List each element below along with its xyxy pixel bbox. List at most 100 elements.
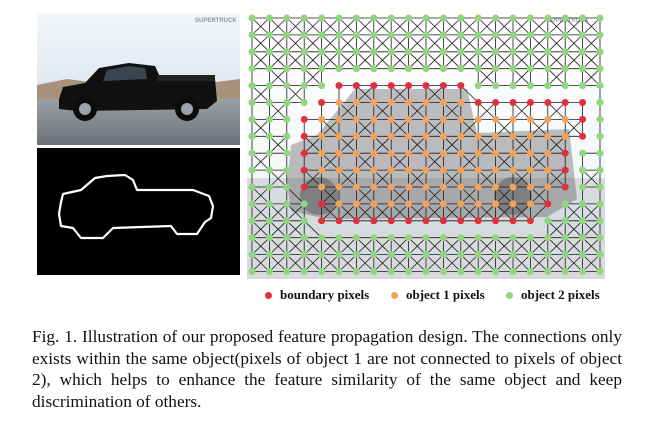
grid-connection — [495, 186, 514, 205]
grid-connection — [321, 152, 340, 171]
object2-pixel — [561, 217, 569, 225]
object1-pixel — [335, 149, 343, 157]
object2-pixel — [509, 234, 517, 242]
object2-pixel — [335, 65, 343, 73]
object2-pixel — [474, 31, 482, 39]
object2-pixel — [561, 65, 569, 73]
grid-connection — [338, 34, 357, 53]
grid-connection — [321, 34, 340, 53]
object2-pixel — [283, 251, 291, 259]
object1-pixel — [318, 166, 326, 174]
object2-pixel — [439, 48, 447, 56]
object2-pixel — [265, 166, 273, 174]
boundary-pixel — [300, 149, 308, 157]
object2-pixel — [405, 31, 413, 39]
object2-pixel — [352, 268, 360, 275]
grid-connection — [373, 203, 392, 222]
object2-pixel — [457, 31, 465, 39]
grid-connection — [373, 17, 392, 36]
grid-connection — [321, 119, 340, 137]
object2-pixel — [422, 48, 430, 56]
object2-pixel — [283, 82, 291, 90]
object1-pixel — [492, 149, 500, 157]
propagation-grid: SUPERTRUCK — [247, 13, 605, 279]
object2-pixel — [509, 82, 517, 90]
grid-connection — [547, 237, 566, 255]
object1-pixel — [422, 99, 430, 106]
object1-pixel — [509, 115, 517, 123]
object2-pixel — [387, 251, 395, 259]
object2-pixel — [457, 14, 465, 22]
object1-pixel — [370, 115, 378, 123]
grid-connection — [582, 169, 601, 188]
object2-pixel — [335, 14, 343, 22]
boundary-pixel — [526, 99, 534, 106]
grid-connection — [495, 237, 514, 255]
grid-connection — [251, 34, 270, 53]
grid-connection — [582, 34, 601, 53]
boundary-pixel — [561, 149, 569, 157]
grid-connection — [443, 254, 462, 272]
grid-connection — [269, 203, 288, 222]
object2-pixel — [283, 65, 291, 73]
boundary-pixel — [422, 217, 430, 225]
object2-pixel — [352, 234, 360, 242]
grid-connection — [460, 51, 479, 69]
object2-pixel — [596, 200, 604, 208]
grid-connection — [530, 17, 549, 36]
grid-connection — [495, 119, 514, 137]
grid-connection — [547, 34, 566, 53]
boundary-pixel — [561, 183, 569, 191]
grid-connection — [390, 152, 409, 171]
grid-connection — [477, 102, 496, 120]
object2-pixel — [544, 65, 552, 73]
object1-pixel — [509, 200, 517, 208]
object2-pixel — [439, 31, 447, 39]
boundary-pixel — [474, 217, 482, 225]
boundary-pixel — [405, 82, 413, 90]
object2-pixel — [439, 14, 447, 22]
grid-connection — [530, 51, 549, 69]
object2-pixel — [405, 268, 413, 275]
object1-pixel — [457, 132, 465, 140]
object2-pixel — [283, 234, 291, 242]
grid-connection — [251, 203, 270, 222]
grid-connection — [512, 102, 531, 120]
object2-pixel — [439, 251, 447, 259]
object1-pixel — [370, 166, 378, 174]
object1-pixel — [457, 149, 465, 157]
grid-connection — [338, 203, 357, 222]
object2-pixel — [335, 251, 343, 259]
grid-connection — [425, 237, 444, 255]
object2-pixel — [544, 217, 552, 225]
grid-connection — [408, 102, 427, 120]
object2-pixel — [544, 31, 552, 39]
object2-pixel — [283, 217, 291, 225]
grid-connection — [530, 237, 549, 255]
object2-pixel — [561, 234, 569, 242]
grid-connection — [269, 102, 288, 120]
object1-pixel — [544, 149, 552, 157]
grid-connection — [460, 254, 479, 272]
object2-pixel — [387, 14, 395, 22]
object2-pixel — [457, 268, 465, 275]
object2-pixel — [248, 251, 256, 259]
boundary-pixel — [352, 217, 360, 225]
grid-connection — [269, 254, 288, 272]
grid-connection — [477, 169, 496, 188]
object2-pixel — [509, 268, 517, 275]
grid-connection — [356, 186, 375, 205]
object2-pixel — [265, 149, 273, 157]
boundary-pixel — [579, 115, 587, 123]
object2-pixel — [439, 234, 447, 242]
legend: boundary pixels object 1 pixels object 2… — [265, 287, 605, 305]
grid-connection — [530, 203, 549, 222]
object1-pixel — [561, 115, 569, 123]
object2-pixel — [265, 251, 273, 259]
object2-pixel — [492, 65, 500, 73]
boundary-pixel — [318, 200, 326, 208]
grid-connection — [373, 254, 392, 272]
grid-connection — [582, 203, 601, 222]
object1-pixel — [439, 115, 447, 123]
object1-pixel — [492, 115, 500, 123]
